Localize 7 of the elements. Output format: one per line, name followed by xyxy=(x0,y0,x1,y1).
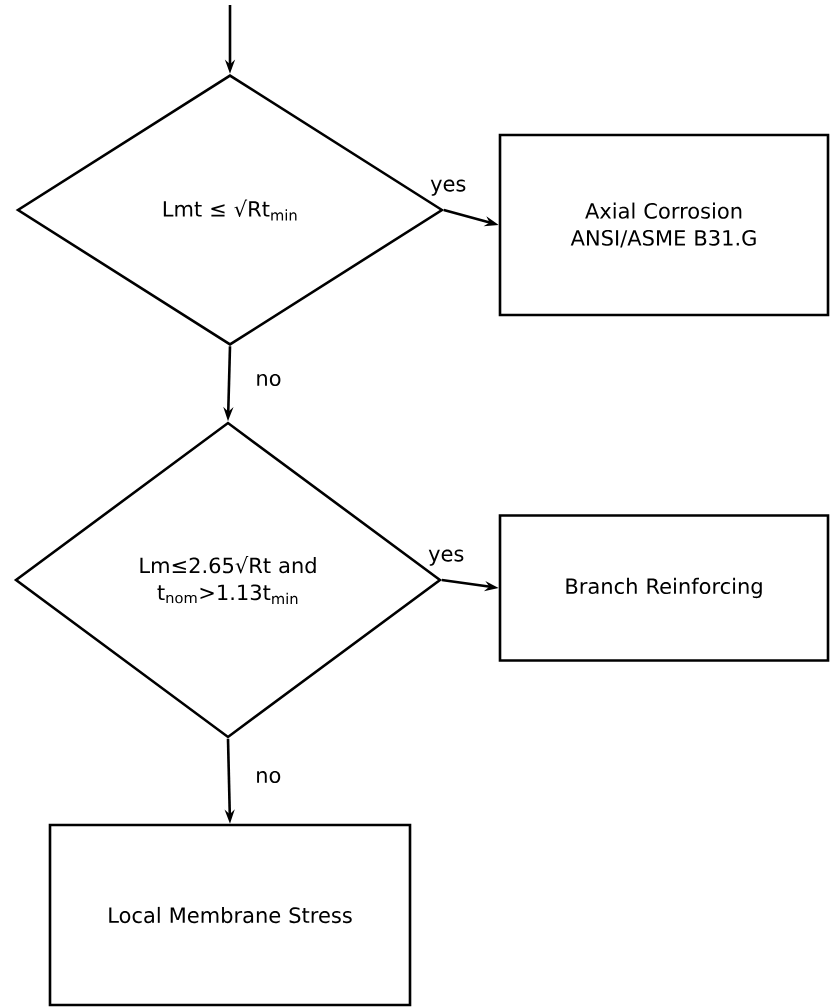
edge-label: yes xyxy=(428,549,464,566)
process-box: Axial Corrosion ANSI/ASME B31.G xyxy=(498,133,830,317)
edge-label: yes xyxy=(430,179,466,196)
process-box: Local Membrane Stress xyxy=(48,823,412,1007)
edge-label: no xyxy=(257,771,281,784)
edge-label: no xyxy=(257,374,281,387)
process-box: Branch Reinforcing xyxy=(498,514,830,662)
